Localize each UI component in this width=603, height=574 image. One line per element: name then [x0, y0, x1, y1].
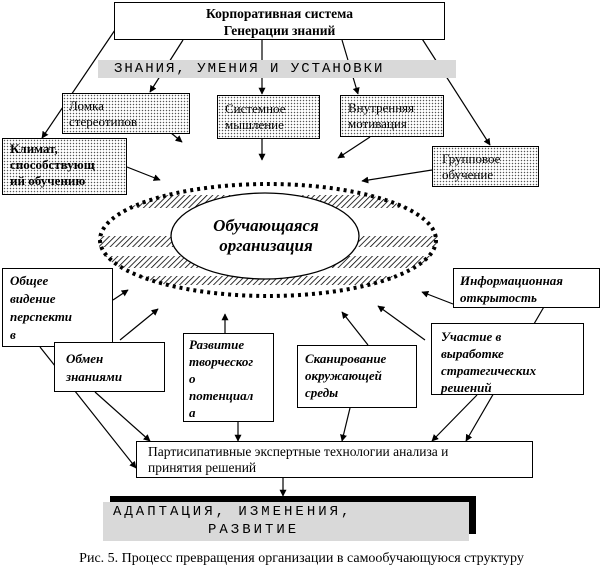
top-box: Корпоративная система Генерации знаний	[114, 2, 445, 40]
box-environment-scanning: Сканирование окружающей среды	[297, 345, 417, 408]
breaking-line1: Ломка	[69, 98, 104, 113]
creative-line4: потенциал	[189, 388, 254, 403]
arrow-scanning-to-participative	[340, 407, 351, 442]
center-label: Обучающаяся организация	[171, 216, 361, 256]
figure-caption: Рис. 5. Процесс превращения организации …	[79, 551, 524, 566]
vision-line4: в	[10, 327, 16, 342]
box-creative-potential: Развитие творческог о потенциал а	[183, 333, 274, 422]
systemic-line1: Системное	[225, 101, 286, 116]
info-line2: открытость	[460, 290, 537, 305]
participation-line4: решений	[441, 380, 492, 395]
arrow-top-to-group	[418, 33, 491, 146]
arrow-participation-to-ring	[377, 305, 426, 341]
result-line1: АДАПТАЦИЯ, ИЗМЕНЕНИЯ,	[113, 504, 353, 520]
box-shared-vision: Общее видение перспекти в	[2, 268, 113, 347]
box-information-openness: Информационная открытость	[453, 268, 600, 308]
motivation-line2: мотивация	[348, 116, 407, 131]
scanning-line1: Сканирование	[305, 351, 387, 366]
arrow-info-to-ring	[421, 291, 454, 305]
motivation-line1: Внутренняя	[348, 100, 415, 115]
arrow-participation-to-participative	[431, 394, 478, 442]
systemic-line2: мышление	[225, 117, 284, 132]
banner-knowledge: ЗНАНИЯ, УМЕНИЯ И УСТАНОВКИ	[98, 60, 456, 78]
center-line1: Обучающаяся	[213, 216, 319, 235]
vision-line3: перспекти	[10, 309, 73, 324]
box-knowledge-exchange: Обмен знаниями	[54, 342, 165, 392]
box-learning-climate: Климат, способствующ ий обучению	[2, 138, 127, 195]
top-box-line2: Генерации знаний	[223, 23, 336, 38]
arrow-motivation-to-ring	[337, 136, 371, 159]
top-box-line1: Корпоративная система	[206, 6, 353, 21]
box-strategic-participation: Участие в выработке стратегических решен…	[431, 323, 584, 395]
center-line2: организация	[219, 236, 313, 255]
center-ellipse	[170, 192, 360, 280]
vision-line1: Общее	[10, 273, 49, 288]
creative-line1: Развитие	[189, 337, 245, 352]
arrow-group-to-ring	[361, 169, 433, 184]
group-line1: Групповое	[442, 151, 501, 166]
arrow-scanning-to-ring	[341, 311, 369, 346]
box-participative-technologies: Партисипативные экспертные технологии ан…	[136, 441, 533, 478]
creative-line5: а	[189, 405, 196, 420]
box-systemic-thinking: Системное мышление	[217, 95, 320, 139]
dotted-ring	[98, 182, 438, 298]
info-line1: Информационная	[460, 273, 563, 288]
climate-line3: ий обучению	[10, 173, 86, 188]
box-group-learning: Групповое обучение	[432, 146, 539, 187]
box-internal-motivation: Внутренняя мотивация	[340, 95, 444, 137]
arrow-exchange-to-ring	[119, 308, 159, 341]
participative-line2: принятия решений	[148, 460, 257, 475]
scanning-line2: окружающей	[305, 368, 382, 383]
participation-line2: выработке	[441, 346, 504, 361]
participation-line3: стратегических	[441, 363, 537, 378]
vision-line2: видение	[10, 291, 56, 306]
exchange-line2: знаниями	[66, 369, 123, 384]
climate-line2: способствующ	[10, 157, 95, 172]
scanning-line3: среды	[305, 385, 339, 400]
participative-line1: Партисипативные экспертные технологии ан…	[148, 444, 449, 459]
breaking-line2: стереотипов	[69, 114, 138, 129]
arrow-exchange-to-participative	[94, 391, 151, 442]
result-box: АДАПТАЦИЯ, ИЗМЕНЕНИЯ, РАЗВИТИЕ	[103, 502, 469, 541]
arrow-top-to-climate	[41, 29, 116, 139]
exchange-line1: Обмен	[66, 351, 104, 366]
arrow-climate-to-ring	[126, 166, 161, 181]
creative-line2: творческог	[189, 354, 254, 369]
creative-line3: о	[189, 371, 196, 386]
box-breaking-stereotypes: Ломка стереотипов	[62, 93, 190, 134]
participation-line1: Участие в	[441, 329, 502, 344]
group-line2: обучение	[442, 167, 494, 182]
result-text: АДАПТАЦИЯ, ИЗМЕНЕНИЯ, РАЗВИТИЕ	[113, 503, 352, 539]
arrow-vision-to-ring	[112, 289, 129, 301]
climate-line1: Климат,	[10, 141, 58, 156]
banner-knowledge-text: ЗНАНИЯ, УМЕНИЯ И УСТАНОВКИ	[114, 61, 385, 77]
result-line2: РАЗВИТИЕ	[208, 522, 300, 538]
